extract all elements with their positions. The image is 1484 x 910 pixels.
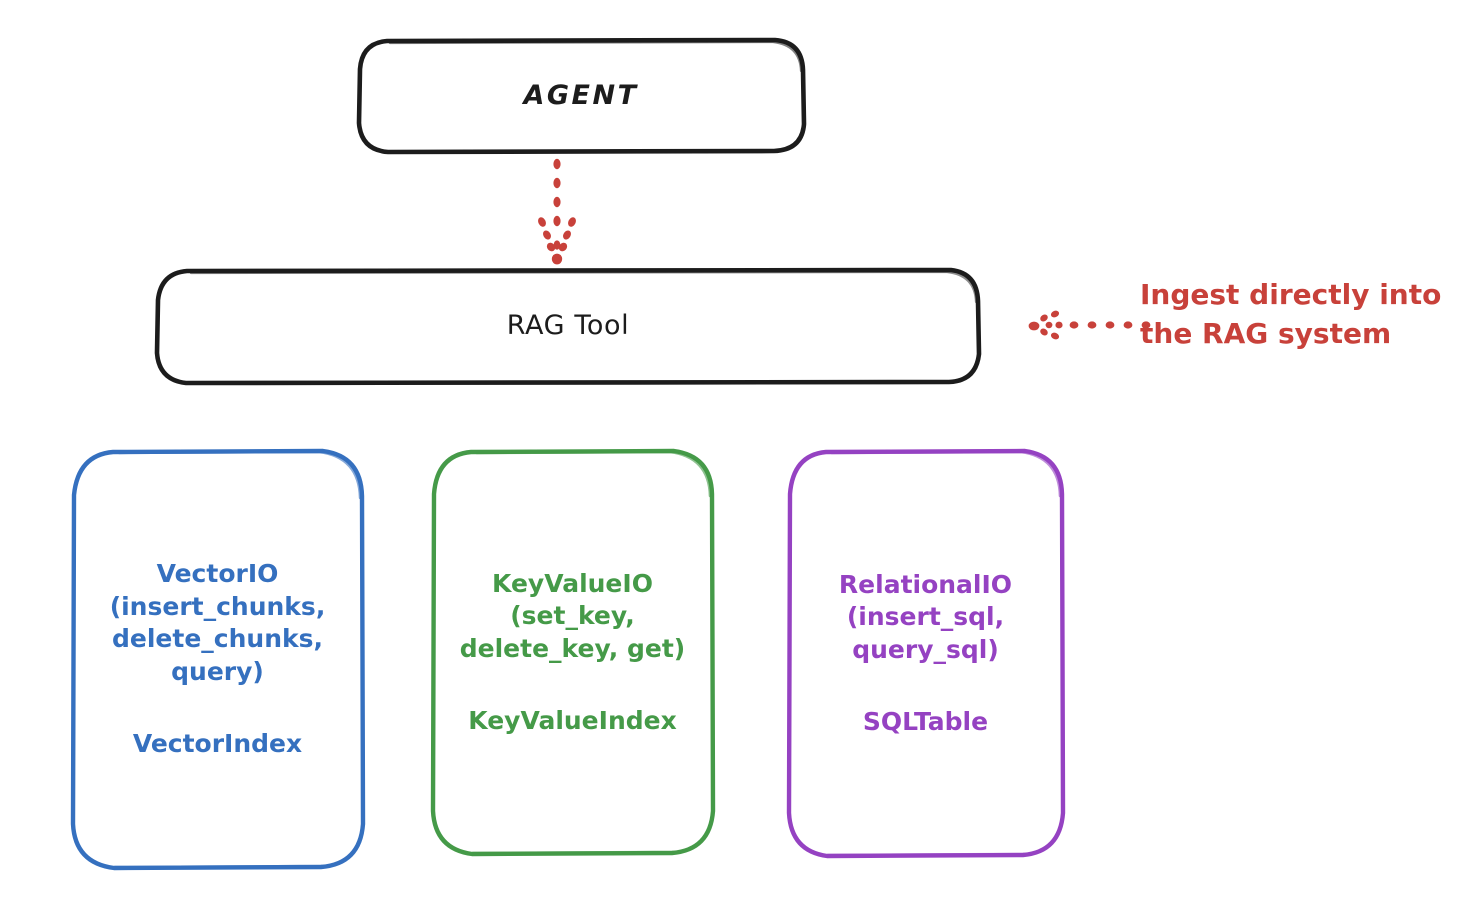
key-value-io-interface-label: KeyValueIO (set_key, delete_key, get) xyxy=(459,568,686,663)
rag-tool-label: RAG Tool xyxy=(506,310,630,342)
relational-io-interface-label: RelationalIO (insert_sql, query_sql) xyxy=(838,569,1013,664)
node-key-value-io[interactable]: KeyValueIO (set_key, delete_key, get) Ke… xyxy=(429,448,716,857)
connector-agent-to-rag-tool xyxy=(538,158,576,265)
node-vector-io[interactable]: VectorIO (insert_chunks, delete_chunks, … xyxy=(69,448,366,871)
connector-ingest-arrow xyxy=(1028,310,1151,340)
node-rag-tool[interactable]: RAG Tool xyxy=(154,267,982,386)
relational-io-index-label: SQLTable xyxy=(862,707,989,736)
annotation-ingest-note: Ingest directly into the RAG system xyxy=(1140,278,1442,350)
vector-io-index-label: VectorIndex xyxy=(132,729,303,759)
node-relational-io[interactable]: RelationalIO (insert_sql, query_sql) SQL… xyxy=(785,448,1066,859)
agent-label: AGENT xyxy=(523,79,639,111)
node-agent[interactable]: AGENT xyxy=(356,37,807,155)
vector-io-interface-label: VectorIO (insert_chunks, delete_chunks, … xyxy=(109,559,326,686)
key-value-io-index-label: KeyValueIndex xyxy=(468,706,677,735)
